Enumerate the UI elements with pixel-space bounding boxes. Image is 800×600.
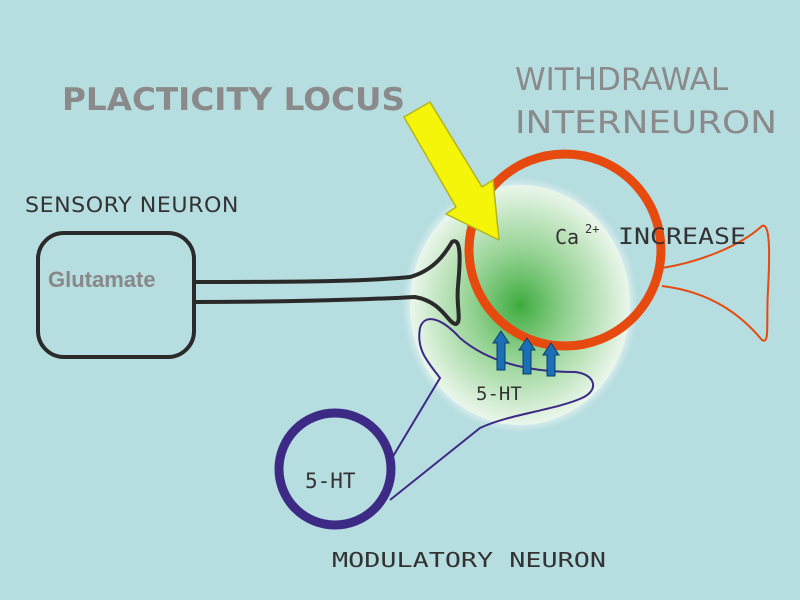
calcium-label: Ca	[555, 225, 579, 249]
serotonin-soma-label: 5-HT	[305, 469, 356, 493]
sensory-axon-terminal	[193, 239, 462, 326]
plasticity-locus-label: PLACTICITY LOCUS	[62, 82, 405, 118]
interneuron-label: INTERNEURON	[515, 105, 777, 141]
modulatory-neuron-label: MODULATORY NEURON	[332, 548, 606, 572]
up-arrow-icon	[518, 337, 536, 375]
modulatory-soma	[274, 408, 396, 530]
modulatory-neuron	[274, 318, 594, 530]
interneuron-soma	[464, 149, 666, 351]
serotonin-release-arrows	[492, 330, 560, 377]
up-arrow-icon	[492, 330, 510, 371]
calcium-superscript: 2+	[585, 222, 599, 236]
withdrawal-label: WITHDRAWAL	[515, 62, 729, 98]
sensory-soma	[36, 231, 196, 359]
sensory-neuron	[36, 231, 462, 359]
glutamate-label: Glutamate	[48, 267, 156, 292]
interneuron-dendrite	[661, 224, 771, 342]
serotonin-terminal-label: 5-HT	[476, 383, 522, 405]
up-arrow-icon	[542, 342, 560, 377]
sensory-neuron-label: SENSORY NEURON	[25, 193, 239, 217]
plasticity-arrow-icon	[403, 101, 500, 241]
increase-label: INCREASE	[618, 225, 746, 250]
modulatory-axon	[389, 318, 594, 501]
